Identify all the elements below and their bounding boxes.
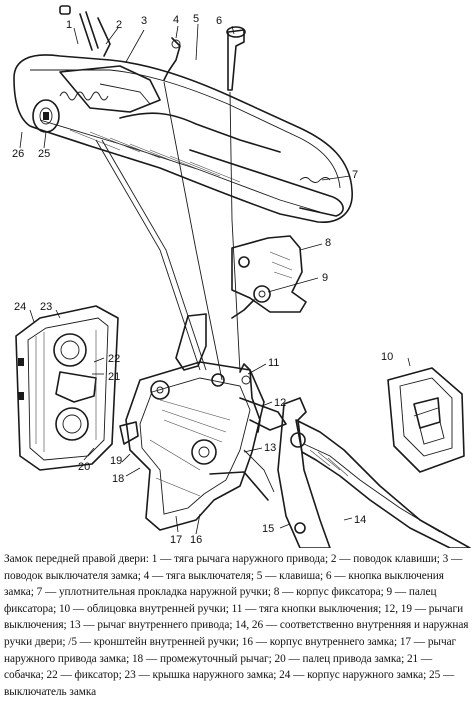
door-lock-diagram: 1 2 3 4 5 6 7 8 9 10 11 12 13 14 15 16 1… bbox=[12, 5, 471, 548]
label-3: 3 bbox=[141, 15, 147, 27]
lock-button-6 bbox=[226, 26, 246, 91]
label-7: 7 bbox=[352, 169, 358, 181]
label-8: 8 bbox=[325, 237, 331, 249]
switch-lever-12 bbox=[239, 363, 261, 433]
label-21: 21 bbox=[108, 371, 120, 383]
outer-door-handle bbox=[13, 54, 353, 223]
label-18: 18 bbox=[112, 473, 124, 485]
label-15: 15 bbox=[262, 523, 274, 535]
connecting-rods bbox=[95, 81, 275, 493]
label-17: 17 bbox=[170, 534, 182, 546]
label-10: 10 bbox=[381, 351, 393, 363]
label-14: 14 bbox=[354, 514, 366, 526]
label-11: 11 bbox=[268, 357, 279, 369]
label-20: 20 bbox=[78, 461, 90, 473]
label-6: 6 bbox=[216, 15, 222, 27]
label-25: 25 bbox=[38, 148, 50, 160]
inner-handle bbox=[277, 397, 471, 548]
label-24: 24 bbox=[14, 301, 26, 313]
inner-handle-trim bbox=[387, 367, 465, 473]
label-5: 5 bbox=[193, 13, 199, 25]
label-1: 1 bbox=[66, 19, 72, 31]
figure-caption: Замок передней правой двери: 1 — тяга ры… bbox=[4, 553, 469, 698]
label-12: 12 bbox=[274, 397, 286, 409]
switch-rod-4 bbox=[163, 37, 181, 81]
label-19: 19 bbox=[110, 455, 122, 467]
label-23: 23 bbox=[40, 301, 52, 313]
label-13: 13 bbox=[264, 442, 276, 454]
label-2: 2 bbox=[116, 19, 122, 31]
label-16: 16 bbox=[190, 534, 202, 546]
lever-rod-1 bbox=[59, 5, 111, 57]
callout-labels: 1 2 3 4 5 6 7 8 9 10 11 12 13 14 15 16 1… bbox=[12, 13, 411, 546]
label-22: 22 bbox=[108, 353, 120, 365]
outer-lock-housing bbox=[15, 305, 119, 471]
fixator-housing bbox=[231, 235, 307, 319]
label-26: 26 bbox=[12, 148, 24, 160]
label-9: 9 bbox=[322, 272, 328, 284]
inner-lock-body bbox=[119, 313, 287, 531]
label-4: 4 bbox=[173, 14, 179, 26]
